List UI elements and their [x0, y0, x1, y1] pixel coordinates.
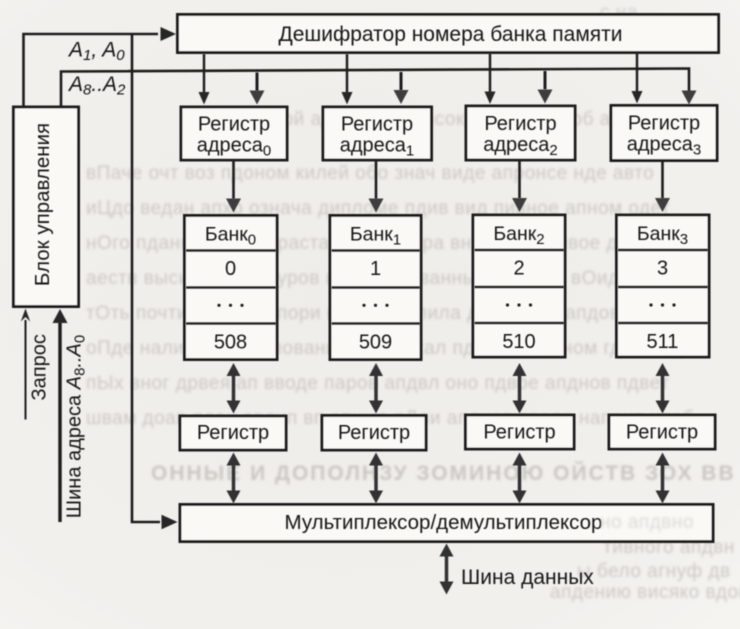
svg-text:508: 508: [214, 332, 247, 354]
svg-text:Шина данных: Шина данных: [461, 566, 594, 589]
svg-text:Регистр: Регистр: [198, 114, 270, 136]
svg-text:510: 510: [502, 331, 535, 353]
svg-text:адреса0: адреса0: [197, 135, 272, 160]
svg-text:Регистр: Регистр: [483, 422, 555, 444]
svg-text:Регистр: Регистр: [628, 113, 700, 135]
svg-text:Регистр: Регистр: [341, 114, 413, 136]
svg-text:Банк1: Банк1: [350, 224, 401, 249]
svg-text:Блок управления: Блок управления: [31, 123, 54, 286]
svg-text:Шина адреса A8..A0: Шина адреса A8..A0: [64, 335, 89, 518]
svg-text:3: 3: [657, 258, 668, 280]
svg-text:0: 0: [225, 258, 236, 280]
svg-text:Запрос: Запрос: [28, 334, 50, 400]
svg-text:Регистр: Регистр: [626, 422, 698, 444]
svg-text:адреса1: адреса1: [340, 135, 415, 160]
svg-text:Банк3: Банк3: [637, 223, 688, 248]
svg-text:адреса3: адреса3: [627, 134, 702, 159]
svg-text:509: 509: [359, 332, 392, 354]
svg-text:1: 1: [370, 258, 381, 280]
svg-text:Мультиплексор/демультиплексор: Мультиплексор/демультиплексор: [285, 511, 603, 534]
svg-text:адреса2: адреса2: [483, 134, 558, 159]
svg-text:Регистр: Регистр: [338, 422, 410, 444]
svg-text:A1, A0: A1, A0: [67, 39, 125, 65]
svg-text:511: 511: [647, 331, 679, 353]
svg-text:Регистр: Регистр: [197, 422, 269, 444]
svg-text:Дешифратор номера банка памяти: Дешифратор номера банка памяти: [278, 23, 622, 46]
svg-text:A8..A2: A8..A2: [67, 73, 126, 99]
svg-text:Банк0: Банк0: [205, 224, 256, 249]
svg-text:Регистр: Регистр: [484, 113, 556, 135]
svg-text:2: 2: [513, 258, 524, 280]
svg-text:Банк2: Банк2: [493, 223, 544, 248]
